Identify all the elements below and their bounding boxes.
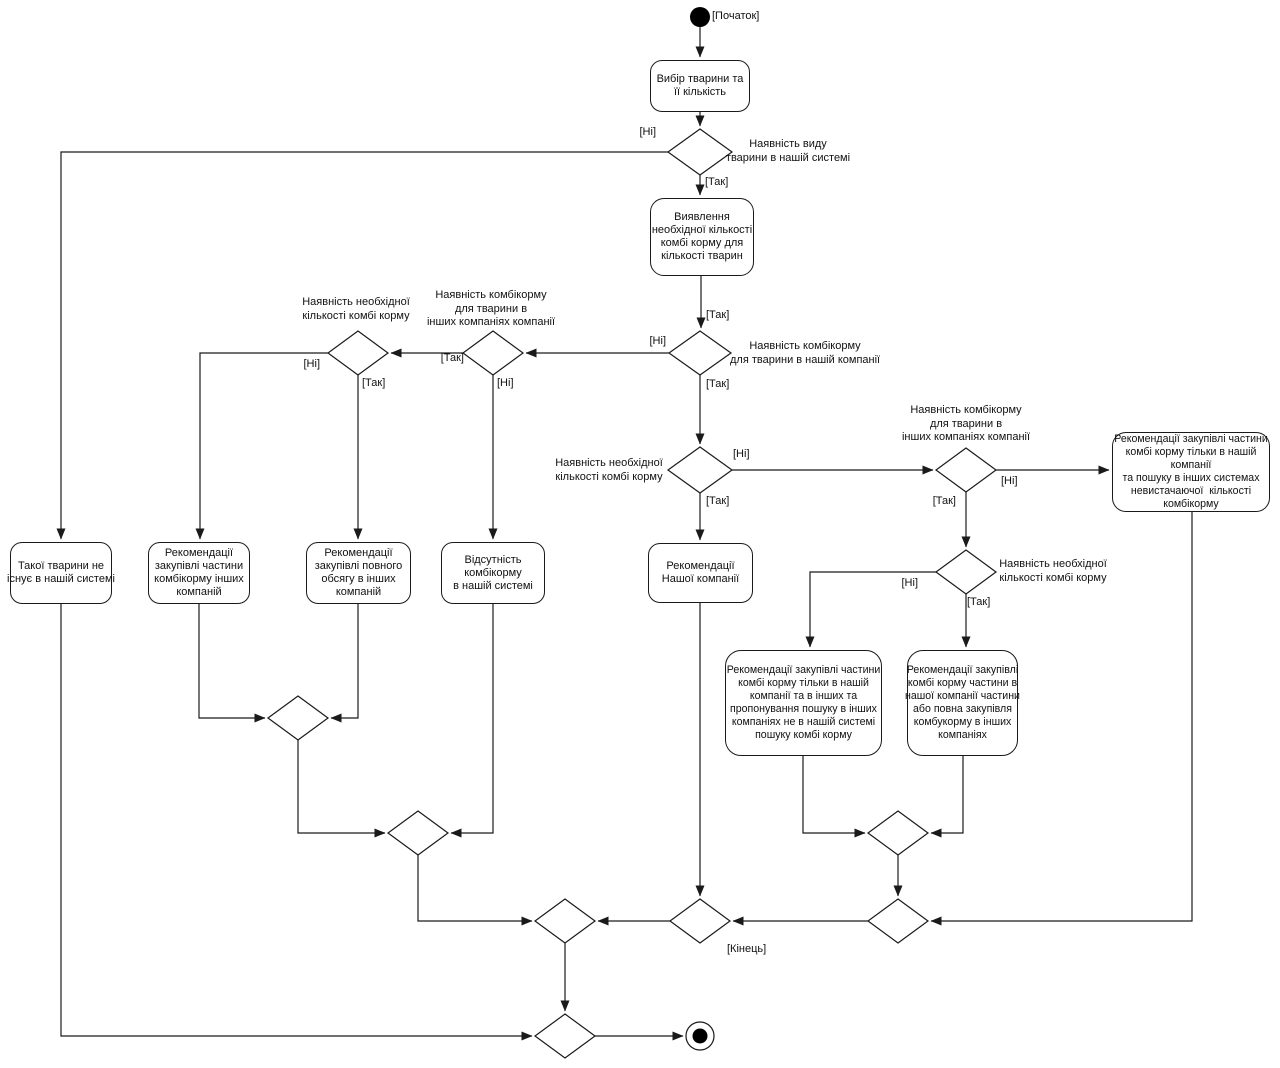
decision-label-needed-quantity-right: Наявність необхідної кількості комбі кор… (999, 558, 1107, 584)
edge-boxA-to-merge-right (802, 756, 866, 838)
start-label: [Початок] (712, 10, 760, 22)
action-our-company-recommendations: Рекомендації Нашої компанії (648, 543, 753, 603)
decision-needed-quantity-left (326, 330, 390, 376)
decision-feed-in-other-companies-left (461, 330, 525, 376)
edge-buyfull-to-merge1 (330, 604, 359, 723)
decision-label-feed-other-companies-right: Наявність комбікорму для тварини в інших… (901, 404, 1031, 443)
guard-d7-no: [Ні] (901, 577, 919, 589)
action-buy-part-ours-search-other-systems: Рекомендації закупівлі частини комбі кор… (1112, 432, 1270, 512)
decision-label-needed-quantity-center: Наявність необхідної кількості комбі кор… (555, 457, 663, 483)
edge-d1-no (56, 151, 668, 540)
end-node-inner (692, 1028, 708, 1044)
decision-needed-quantity-right (934, 549, 998, 595)
guard-d3-yes: [Так] (440, 352, 464, 364)
decision-feed-in-other-companies-right (934, 447, 998, 493)
decision-feed-in-our-company (667, 330, 733, 376)
end-branch-label: [Кінець] (727, 943, 767, 955)
action-animal-not-exists: Такої тварини не існує в нашій системі (7, 542, 115, 604)
guard-d2-yes: [Так] (706, 378, 730, 390)
edge-merge2-to-center (417, 855, 533, 926)
edge-d7-no (805, 571, 936, 648)
merge-final (533, 1013, 597, 1059)
edge-absent-to-merge2 (450, 604, 494, 838)
merge-bottom-main (668, 898, 732, 944)
merge-bottom-center (533, 898, 597, 944)
edge-notexists-to-final-merge (60, 604, 533, 1041)
guard-d4-yes: [Так] (362, 377, 386, 389)
guard-d5-yes: [Так] (706, 495, 730, 507)
decision-label-feed-our-company: Наявність комбікорму для тварини в нашій… (730, 340, 881, 366)
guard-d6-yes: [Так] (932, 495, 956, 507)
edge-buypart-to-merge1 (198, 604, 266, 723)
action-detect-needed-quantity: Виявлення необхідної кількості комбі кор… (650, 198, 754, 276)
edge-d4-no (195, 352, 328, 540)
action-buy-part-other-companies: Рекомендації закупівлі частини комбікорм… (148, 542, 250, 604)
guard-d6-no: [Ні] (1001, 475, 1018, 487)
decision-needed-quantity-center (666, 446, 734, 494)
guard-d1-no: [Ні] (639, 126, 657, 138)
decision-label-feed-other-companies-left: Наявність комбікорму для тварини в інших… (426, 289, 556, 328)
merge-left-1 (266, 695, 330, 741)
edge-bigright-to-bottom (930, 512, 1193, 926)
action-choose-animal: Вибір тварини та її кількість (650, 60, 750, 112)
action-buy-full-other-companies: Рекомендації закупівлі повного обсягу в … (306, 542, 411, 604)
edge-merge1-to-merge2 (297, 740, 386, 838)
guard-d4-no: [Ні] (303, 358, 321, 370)
decision-label-animal-kind: Наявність виду тварини в нашій системі (725, 138, 851, 164)
edge-boxB-to-merge-right (930, 756, 964, 838)
merge-bottom-right (866, 898, 930, 944)
action-buy-part-ours-and-others: Рекомендації закупівлі частини комбі кор… (725, 650, 882, 756)
guard-d3-no: [Ні] (497, 377, 514, 389)
guard-d1-yes: [Так] (705, 176, 729, 188)
start-node (690, 7, 710, 27)
decision-label-needed-quantity-left: Наявність необхідної кількості комбі кор… (302, 296, 410, 322)
action-feed-absent: Відсутність комбікорму в нашій системі (441, 542, 545, 604)
guard-d7-yes: [Так] (967, 596, 991, 608)
merge-left-2 (386, 810, 450, 856)
guard-d2-no: [Ні] (649, 335, 667, 347)
merge-right (866, 810, 930, 856)
guard-d2-entry-yes: [Так] (706, 309, 730, 321)
guard-d5-no: [Ні] (733, 448, 750, 460)
action-buy-part-ours-or-full-others: Рекомендації закупівлі комбі корму части… (905, 650, 1020, 756)
